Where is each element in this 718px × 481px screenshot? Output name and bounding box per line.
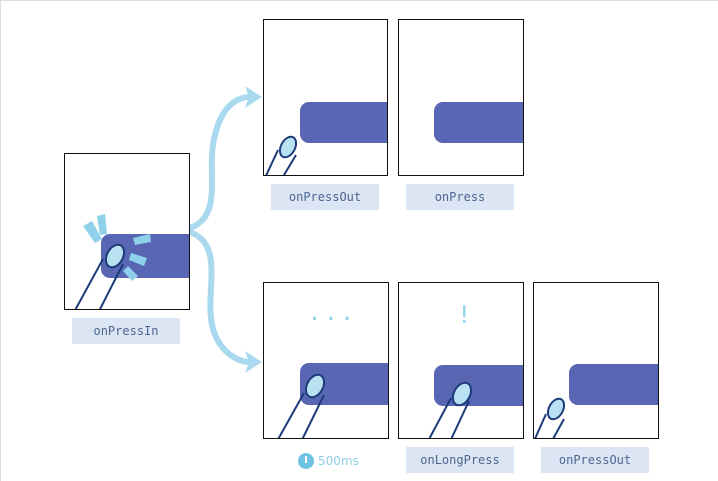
touchable-button — [101, 234, 189, 278]
label-on-press: onPress — [406, 184, 514, 210]
panel-press — [398, 19, 524, 176]
finger-icon — [277, 373, 326, 438]
panel-press-in — [64, 153, 190, 310]
clock-icon — [298, 453, 314, 469]
timer-label: 500ms — [318, 454, 359, 468]
arrowhead-icon — [245, 351, 262, 373]
arrowhead-icon — [245, 86, 262, 108]
label-on-press-out-top: onPressOut — [271, 184, 379, 210]
finger-icon — [428, 381, 473, 438]
finger-icon — [265, 135, 298, 175]
panel-release-after-long — [533, 282, 659, 439]
panel-release — [263, 19, 388, 176]
touchable-button — [300, 363, 388, 405]
finger-icon — [74, 243, 126, 309]
panel-hold: ... — [263, 282, 389, 439]
label-on-press-in: onPressIn — [72, 318, 180, 344]
touchable-button — [569, 364, 658, 405]
long-press-indicator: ! — [457, 301, 472, 329]
curved-arrow-icon — [187, 229, 253, 365]
touchable-button — [300, 102, 387, 143]
curved-arrow-icon — [187, 94, 253, 231]
touchable-button — [434, 365, 523, 406]
panel-long-press: ! — [398, 282, 524, 439]
tap-burst-icon — [83, 214, 151, 281]
finger-icon — [534, 397, 566, 438]
label-on-press-out-bottom: onPressOut — [541, 447, 649, 473]
label-on-long-press: onLongPress — [406, 447, 514, 473]
hold-timer: 500ms — [298, 448, 359, 474]
touchable-button — [434, 102, 523, 143]
waiting-indicator: ... — [308, 301, 357, 326]
